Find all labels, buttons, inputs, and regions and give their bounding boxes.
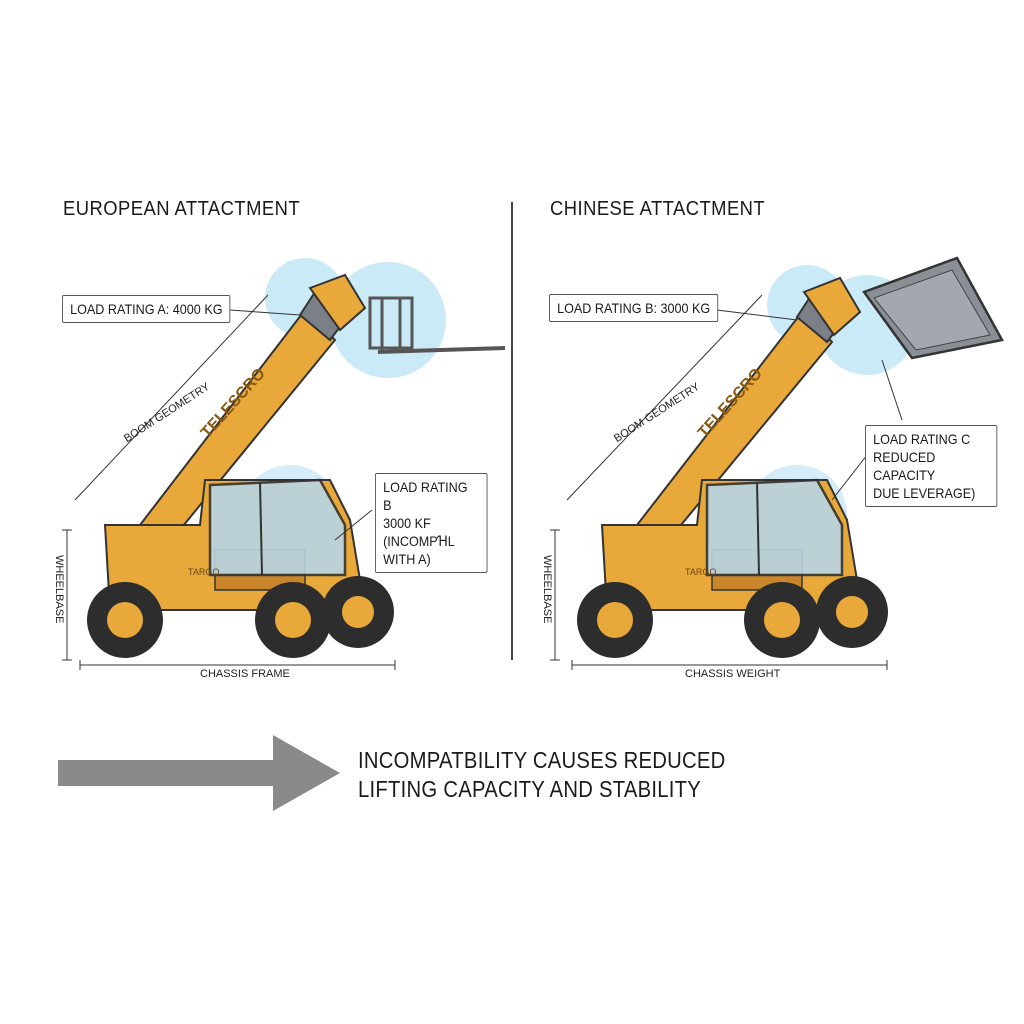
telehandler-illustration <box>62 258 506 670</box>
cab <box>705 478 844 577</box>
callout-load-rating-a: LOAD RATING A: 4000 KG <box>62 295 231 323</box>
body-text-label: TARGO <box>685 567 717 577</box>
footer-line-1: INCOMPATBILITY CAUSES REDUCED <box>358 747 726 773</box>
side-dimension-label: WHEELBASE <box>53 555 65 624</box>
chinese-panel: CHINESE ATTACTMENT LOAD <box>512 180 1012 680</box>
european-panel: EUROPEAN ATTACTMENT <box>0 180 506 680</box>
fork-carriage <box>368 296 414 350</box>
wheel-front-1 <box>744 582 820 658</box>
chassis-label: CHASSIS FRAME <box>200 668 290 680</box>
wheel-front-2 <box>322 576 394 648</box>
wheel-rear <box>577 582 653 658</box>
side-dimension-label: WHEELBASE <box>541 555 553 624</box>
cab <box>208 478 347 577</box>
wheel-front-2 <box>816 576 888 648</box>
body-text-label: TARGO <box>188 567 220 577</box>
panel-title: EUROPEAN ATTACTMENT <box>63 198 301 220</box>
panel-title: CHINESE ATTACTMENT <box>550 198 766 220</box>
boom-head <box>308 273 367 332</box>
telehandler-illustration <box>550 256 1004 670</box>
callout-load-rating-b: LOAD RATING B 3000 KF (INCOMPꞪL WITH A) <box>375 473 488 573</box>
footer-message: INCOMPATBILITY CAUSES REDUCED LIFTING CA… <box>358 746 726 804</box>
wheel-front-1 <box>255 582 331 658</box>
wheel-rear <box>87 582 163 658</box>
panel-divider <box>511 202 513 660</box>
callout-load-rating-b: LOAD RATING B: 3000 KG <box>549 294 719 322</box>
fork-tines <box>377 346 506 354</box>
right-arrow-icon <box>58 735 340 811</box>
boom-head <box>802 276 862 337</box>
chassis-label: CHASSIS WEIGHT <box>685 668 781 680</box>
callout-load-rating-c: LOAD RATING C REDUCED CAPACITY DUE LEVER… <box>865 425 998 507</box>
footer-line-2: LIFTING CAPACITY AND STABILITY <box>358 776 702 802</box>
